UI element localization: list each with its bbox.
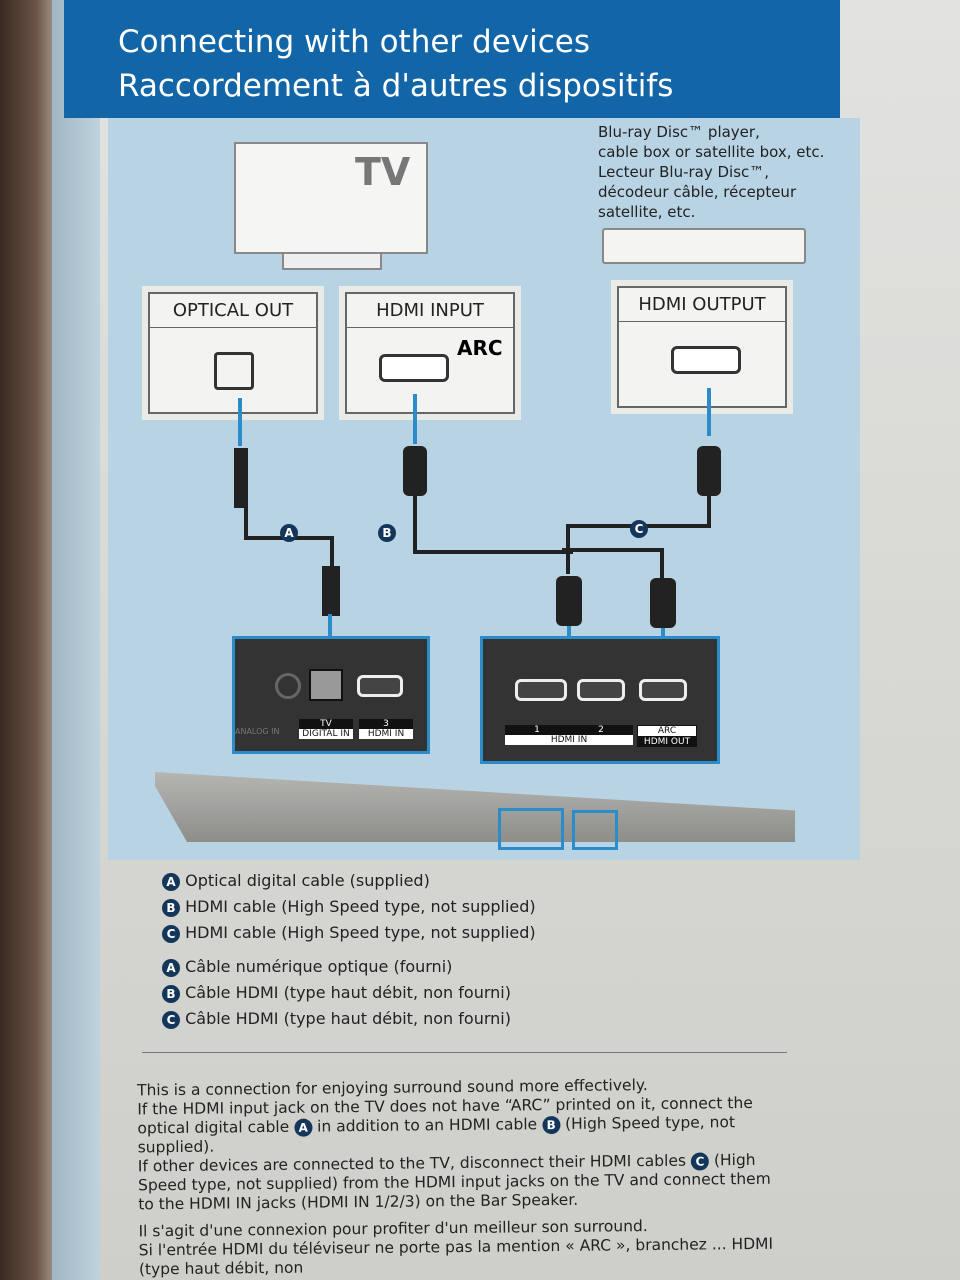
tv-label: TV bbox=[299, 719, 353, 729]
badge-c: C bbox=[162, 1010, 180, 1029]
arrow-up bbox=[413, 394, 417, 444]
description: This is a connection for enjoying surrou… bbox=[137, 1075, 789, 1280]
hdmi-plug bbox=[556, 576, 582, 626]
legend-item: Câble numérique optique (fourni) bbox=[185, 957, 453, 976]
title-fr: Raccordement à d'autres dispositifs bbox=[118, 68, 674, 104]
caption-line: Blu-ray Disc™ player, bbox=[598, 123, 760, 141]
legend-item: Câble HDMI (type haut débit, non fourni) bbox=[185, 983, 511, 1002]
analog-in-label: ANALOG IN bbox=[235, 727, 280, 736]
badge-b: B bbox=[162, 984, 180, 1003]
hdmi1-label: 1 bbox=[534, 725, 540, 735]
player-caption: Blu-ray Disc™ player, cable box or satel… bbox=[598, 122, 824, 222]
arrow-up bbox=[238, 398, 242, 446]
hdmi2-label: 2 bbox=[598, 725, 604, 735]
cable-c-plug bbox=[697, 446, 721, 496]
badge-c: C bbox=[630, 520, 648, 538]
cable-b bbox=[413, 496, 417, 552]
jack-callout-right bbox=[572, 810, 618, 850]
hdmi3-label: 3 bbox=[359, 719, 413, 729]
legend-item: Optical digital cable (supplied) bbox=[185, 871, 430, 890]
badge-a: A bbox=[162, 872, 180, 891]
hdmi-out-jack-icon bbox=[639, 679, 687, 701]
divider bbox=[142, 1052, 787, 1053]
cable-a bbox=[234, 448, 248, 508]
optical-out-label: OPTICAL OUT bbox=[150, 294, 316, 328]
hdmi-in-label: HDMI IN bbox=[550, 735, 588, 745]
hdmi-in-1-jack-icon bbox=[515, 679, 567, 701]
arc-label: ARC bbox=[457, 336, 503, 360]
legend-item: HDMI cable (High Speed type, not supplie… bbox=[185, 923, 536, 942]
title-en: Connecting with other devices bbox=[118, 24, 591, 60]
legend-item: Câble HDMI (type haut débit, non fourni) bbox=[185, 1009, 511, 1028]
caption-line: décodeur câble, récepteur bbox=[598, 183, 797, 201]
cable-b bbox=[413, 550, 573, 554]
hdmi-out-label: HDMI OUT bbox=[637, 737, 697, 747]
hdmi-input-label: HDMI INPUT bbox=[347, 294, 513, 328]
legend-en: A Optical digital cable (supplied) B HDM… bbox=[162, 868, 536, 946]
paragraph: If other devices are connected to the TV… bbox=[138, 1151, 789, 1215]
cable-c bbox=[660, 548, 664, 578]
paragraph-fr: Si l'entrée HDMI du téléviseur ne porte … bbox=[138, 1234, 774, 1279]
arrow-up bbox=[707, 388, 711, 436]
badge-b: B bbox=[162, 898, 180, 917]
cable-a-plug bbox=[322, 566, 340, 616]
tv-label: TV bbox=[355, 150, 411, 194]
cable-a bbox=[330, 536, 334, 566]
digital-in-label: DIGITAL IN bbox=[302, 729, 350, 739]
legend-fr: A Câble numérique optique (fourni) B Câb… bbox=[162, 954, 511, 1032]
legend-item: HDMI cable (High Speed type, not supplie… bbox=[185, 897, 536, 916]
jack-callout-left bbox=[498, 808, 564, 850]
text: in addition to an HDMI cable bbox=[317, 1115, 538, 1136]
badge-a: A bbox=[294, 1118, 313, 1137]
optical-out-panel: OPTICAL OUT bbox=[148, 292, 318, 414]
caption-line: cable box or satellite box, etc. bbox=[598, 143, 825, 161]
hdmi-output-panel: HDMI OUTPUT bbox=[617, 286, 787, 408]
caption-line: satellite, etc. bbox=[598, 203, 696, 221]
hdmi-port-icon bbox=[379, 354, 449, 382]
analog-in-jack-icon bbox=[275, 673, 301, 699]
hdmi-plug bbox=[650, 578, 676, 628]
tv-stand bbox=[282, 252, 382, 270]
badge-c: C bbox=[690, 1151, 710, 1171]
header-band bbox=[64, 0, 840, 118]
cable-b-plug bbox=[403, 446, 427, 496]
hdmi-output-label: HDMI OUTPUT bbox=[619, 288, 785, 322]
badge-b: B bbox=[542, 1115, 561, 1134]
background-edge bbox=[0, 0, 52, 1280]
badge-b: B bbox=[378, 524, 396, 542]
cable-c bbox=[707, 496, 711, 526]
cable-a bbox=[244, 508, 248, 538]
caption-line: Lecteur Blu-ray Disc™, bbox=[598, 163, 770, 181]
hdmi-input-panel: HDMI INPUT ARC bbox=[345, 292, 515, 414]
badge-c: C bbox=[162, 924, 180, 943]
bluray-player-illustration bbox=[602, 228, 806, 264]
paragraph: If the HDMI input jack on the TV does no… bbox=[137, 1094, 788, 1158]
hdmi-in-2-jack-icon bbox=[577, 679, 625, 701]
hdmi-port-icon bbox=[671, 346, 741, 374]
badge-a: A bbox=[280, 524, 298, 542]
tv-illustration bbox=[234, 142, 428, 254]
hdmi-in-3-jack-icon bbox=[357, 675, 403, 697]
arc-label: ARC bbox=[637, 725, 697, 737]
hdmi-in-label: HDMI IN bbox=[367, 729, 405, 739]
optical-port-icon bbox=[214, 352, 254, 390]
digital-in-jack-icon bbox=[309, 669, 343, 701]
badge-a: A bbox=[162, 958, 180, 977]
cable-c bbox=[562, 548, 662, 552]
